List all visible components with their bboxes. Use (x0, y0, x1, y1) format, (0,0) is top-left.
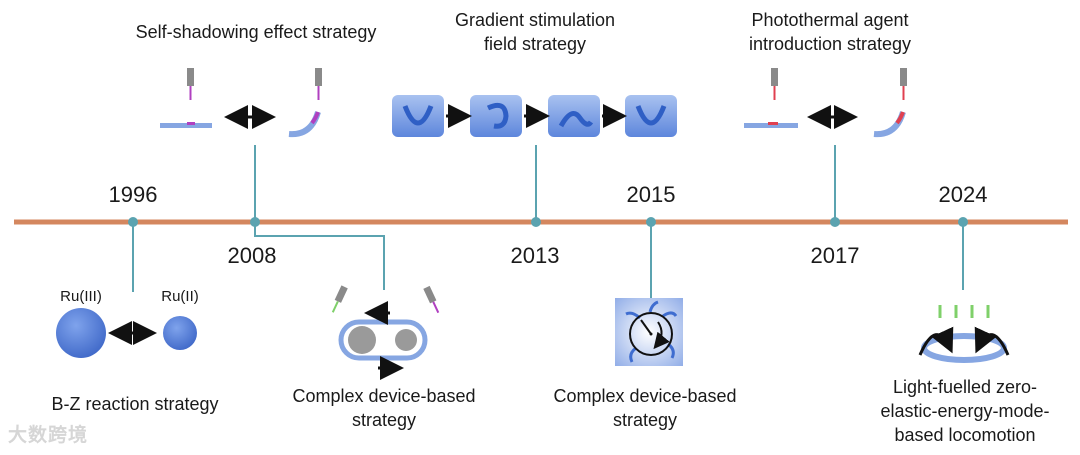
label-gradient-l2: field strategy (483, 34, 587, 54)
label-light-fuelled-l3: based locomotion (894, 425, 1036, 445)
label-light-fuelled-l1: Light-fuelled zero- (892, 377, 1038, 397)
label-photothermal-l2: introduction strategy (748, 34, 912, 54)
photothermal-illustration (744, 68, 907, 138)
label-device-2008-l2: strategy (351, 410, 417, 430)
year-2024: 2024 (938, 182, 988, 207)
year-2015: 2015 (626, 182, 676, 207)
watermark: 大数跨境 (8, 425, 89, 446)
label-photothermal-l1: Photothermal agent (751, 10, 909, 30)
label-bz-reaction: B-Z reaction strategy (51, 394, 219, 414)
connectors (132, 145, 964, 298)
ring-locomotion-illustration (918, 305, 1010, 363)
label-device-2015-l1: Complex device-based (553, 386, 737, 406)
label-gradient-l1: Gradient stimulation (454, 10, 616, 30)
year-1996: 1996 (108, 182, 158, 207)
ru-balls-illustration (56, 308, 197, 358)
label-ru3: Ru(III) (60, 288, 102, 305)
label-device-2008-l1: Complex device-based (292, 386, 476, 406)
label-device-2015-l2: strategy (612, 410, 678, 430)
timeline-nodes (128, 217, 968, 227)
label-ru2: Ru(II) (161, 288, 199, 305)
year-2008: 2008 (227, 243, 277, 268)
belt-device-illustration (331, 285, 440, 380)
self-shadowing-illustration (160, 68, 322, 138)
label-light-fuelled-l2: elastic-energy-mode- (880, 401, 1050, 421)
label-self-shadowing: Self-shadowing effect strategy (135, 22, 377, 42)
year-2013: 2013 (510, 243, 560, 268)
year-2017: 2017 (810, 243, 860, 268)
gradient-tiles-illustration (392, 95, 677, 137)
rotor-illustration (615, 298, 683, 366)
